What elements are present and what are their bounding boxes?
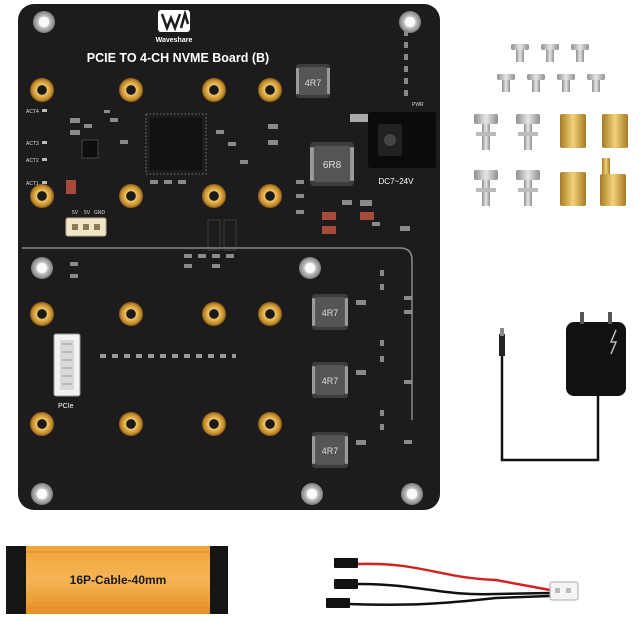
thumb-screw-icon	[474, 114, 498, 150]
brass-standoff-icon	[600, 158, 626, 206]
lightning-icon	[609, 329, 618, 355]
led-pads	[42, 109, 47, 184]
jst-connector	[549, 581, 579, 601]
pcie-label: PCIe	[58, 403, 74, 410]
brass-standoff-icon	[602, 114, 628, 148]
board-title: PCIE TO 4-CH NVME Board (B)	[87, 51, 269, 65]
screw-icon	[511, 44, 529, 62]
screw-icon	[541, 44, 559, 62]
fan-connector	[65, 217, 107, 237]
pwr-label: PWR	[412, 102, 424, 108]
adapter-body	[566, 322, 626, 396]
thumb-screw-icon	[474, 170, 498, 206]
mount-hole	[399, 11, 421, 33]
waveshare-logo-icon	[158, 9, 190, 32]
mount-hole	[33, 11, 55, 33]
fan-label: 5V	[84, 210, 91, 216]
screw-set	[474, 44, 628, 206]
screw-icon	[497, 74, 515, 92]
controller-chip	[145, 113, 207, 175]
red-resistors	[66, 180, 374, 234]
screw-icon	[571, 44, 589, 62]
small-ic	[223, 219, 237, 251]
small-ic	[81, 139, 99, 159]
act-label: ACT4	[26, 109, 39, 115]
mount-hole	[301, 483, 323, 505]
cable-label: 16P-Cable-40mm	[70, 573, 167, 587]
brass-standoff-icon	[560, 114, 586, 148]
act-label: ACT3	[26, 141, 39, 147]
inductor-label: 6R8	[323, 160, 342, 171]
ffc-cable	[6, 546, 228, 614]
dupont-connector	[334, 558, 358, 568]
board-section-outline	[22, 247, 413, 420]
fan-label: GND	[94, 210, 106, 216]
screw-icon	[527, 74, 545, 92]
mount-hole	[31, 483, 53, 505]
pcie-ffc-connector	[53, 333, 81, 397]
dupont-connector	[334, 579, 358, 589]
gold-pads	[30, 78, 282, 436]
fan-label: 5V	[72, 210, 79, 216]
screw-icon	[557, 74, 575, 92]
thumb-screw-icon	[516, 170, 540, 206]
dc-power-jack	[350, 112, 436, 168]
voltage-label: DC7~24V	[379, 177, 415, 186]
inductor-label: 4R7	[322, 308, 339, 318]
adapter-cable	[500, 340, 600, 462]
act-label: ACT1	[26, 181, 39, 187]
nvme-board: Waveshare PCIE TO 4-CH NVME Board (B)	[18, 4, 440, 510]
small-ic	[207, 219, 221, 251]
brass-standoff-icon	[560, 172, 586, 206]
thumb-screw-icon	[516, 114, 540, 150]
mount-hole	[299, 257, 321, 279]
dupont-connector	[326, 598, 350, 608]
dc-plug	[499, 334, 505, 356]
mount-hole	[401, 483, 423, 505]
inductor-label: 4R7	[322, 376, 339, 386]
smd-strip	[380, 30, 408, 430]
smd-components	[70, 110, 412, 445]
brand-text: Waveshare	[156, 37, 193, 44]
screw-icon	[587, 74, 605, 92]
act-label: ACT2	[26, 158, 39, 164]
inductor-label: 4R7	[322, 446, 339, 456]
mount-hole	[31, 257, 53, 279]
power-adapter	[499, 312, 626, 462]
inductor-label: 4R7	[305, 78, 322, 88]
wire-harness	[326, 558, 579, 608]
